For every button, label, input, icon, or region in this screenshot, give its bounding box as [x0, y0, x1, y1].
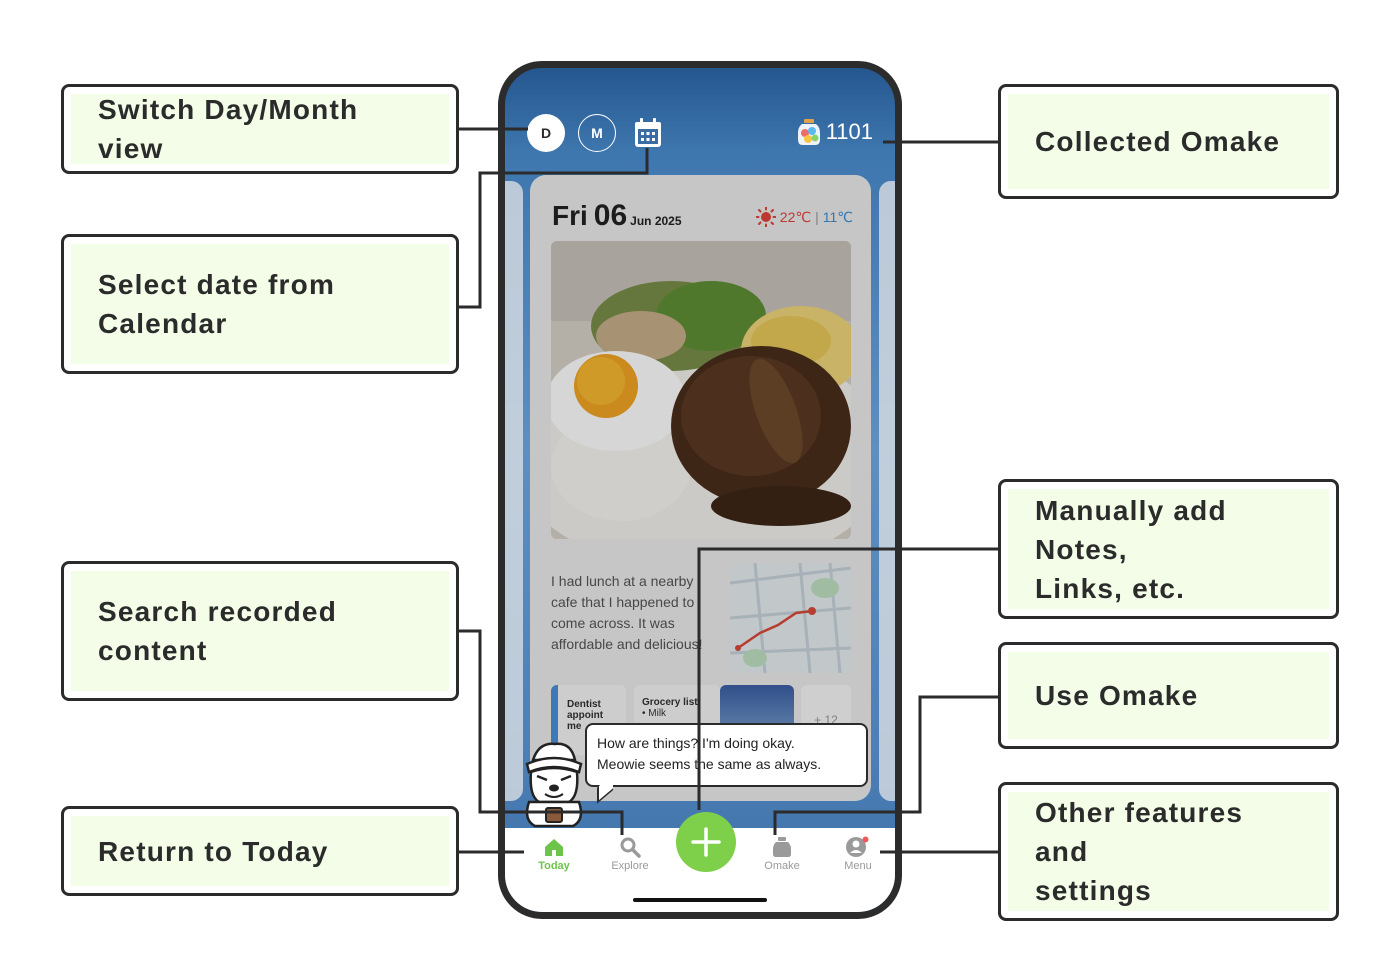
calendar-icon[interactable] [633, 117, 663, 149]
day-view-button[interactable]: D [527, 114, 565, 152]
location-map[interactable] [730, 563, 851, 673]
mascot-speech-bubble[interactable]: How are things? I'm doing okay. Meowie s… [585, 723, 868, 787]
temp-low: 11℃ [822, 208, 853, 225]
weather: 22℃ | 11℃ [755, 207, 853, 227]
day-view-label: D [540, 125, 552, 141]
tab-today[interactable]: Today [524, 836, 584, 872]
day-of-week: Fri [552, 200, 588, 231]
temp-high: 22℃ [779, 208, 812, 225]
notification-dot [862, 836, 869, 843]
tab-bar: Today Explore Omake [505, 812, 895, 912]
sun-icon [755, 207, 776, 227]
callout-manual-add: Manually add Notes, Links, etc. [998, 479, 1339, 619]
jar-icon [773, 837, 791, 857]
meal-photo[interactable] [551, 241, 851, 539]
callout-text: Search recorded content [98, 596, 337, 666]
temp-separator: | [815, 209, 819, 225]
tab-omake[interactable]: Omake [752, 836, 812, 872]
callout-search: Search recorded content [61, 561, 459, 701]
callout-select-date: Select date from Calendar [61, 234, 459, 374]
callout-use-omake: Use Omake [998, 642, 1339, 749]
tab-today-label: Today [538, 860, 570, 872]
home-icon [545, 839, 563, 856]
bubble-line-1: How are things? I'm doing okay. [597, 735, 795, 751]
grocery-item: • Milk [642, 708, 667, 719]
callout-text: Select date from Calendar [98, 269, 336, 339]
callout-collected-omake: Collected Omake [998, 84, 1339, 199]
entry-note[interactable]: I had lunch at a nearby cafe that I happ… [551, 573, 703, 652]
mascot-character[interactable] [519, 738, 589, 828]
omake-count-value: 1101 [825, 119, 873, 144]
callout-text: Switch Day/Month view [98, 94, 359, 164]
entry-date: Fri 06 Jun 2025 [552, 199, 682, 233]
add-button[interactable] [676, 812, 736, 872]
callout-text: Return to Today [98, 835, 329, 867]
previous-day-card[interactable] [505, 181, 523, 801]
tab-menu[interactable]: Menu [828, 836, 888, 872]
tab-explore[interactable]: Explore [600, 836, 660, 872]
month-view-label: M [591, 125, 603, 141]
callout-other-features: Other features and settings [998, 782, 1339, 921]
phone-frame: D M 1101 Fri 06 Jun 2025 [498, 61, 902, 919]
next-day-card[interactable] [879, 181, 895, 801]
search-icon [620, 837, 641, 858]
callout-return-today: Return to Today [61, 806, 459, 896]
callout-text: Collected Omake [1035, 126, 1281, 157]
day-card[interactable]: Fri 06 Jun 2025 22℃ | 11℃ [530, 175, 871, 801]
user-icon [846, 836, 869, 857]
bubble-line-2: Meowie seems the same as always. [597, 756, 822, 772]
callout-text: Other features and settings [1035, 797, 1244, 906]
omake-counter[interactable]: 1101 [796, 118, 873, 146]
callout-switch-view: Switch Day/Month view [61, 84, 459, 174]
day-number: 06 [593, 199, 628, 232]
month-view-button[interactable]: M [578, 114, 616, 152]
plus-icon [691, 827, 721, 857]
callout-text: Use Omake [1035, 680, 1199, 711]
month-year: Jun 2025 [630, 214, 682, 228]
tab-explore-label: Explore [611, 860, 649, 872]
grocery-title: Grocery list [642, 697, 698, 708]
tab-omake-label: Omake [764, 860, 800, 872]
callout-text: Manually add Notes, Links, etc. [1035, 494, 1227, 604]
omake-jar-icon [797, 119, 820, 145]
tab-menu-label: Menu [844, 860, 872, 872]
home-indicator [633, 898, 767, 902]
